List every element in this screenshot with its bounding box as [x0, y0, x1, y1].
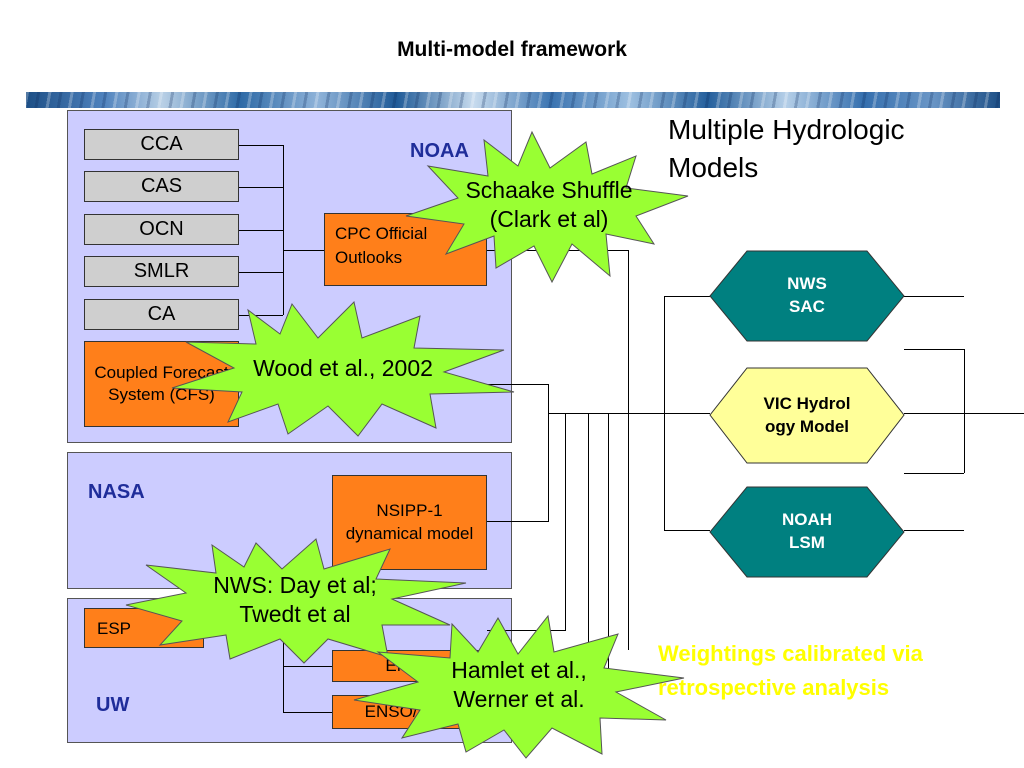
starburst-shape — [353, 614, 685, 759]
callout-wood: Wood et al., 2002 — [168, 296, 518, 440]
nws-sac-model: NWS SAC — [709, 250, 905, 342]
hexagon-shape — [709, 367, 905, 464]
multiple-hydrologic-heading-line2: Models — [668, 152, 759, 183]
noaa-label: NOAA — [410, 140, 469, 162]
callout-nws-day-text: NWS: Day et al; Twedt et al — [213, 572, 377, 627]
callout-wood-text: Wood et al., 2002 — [253, 354, 433, 381]
multiple-hydrologic-heading-line1: Multiple Hydrologic — [668, 114, 905, 145]
callout-nws-day: NWS: Day et al; Twedt et al — [120, 535, 470, 665]
cpc-outlooks-box: CPC Official Outlooks — [324, 213, 487, 286]
hexagon-shape — [709, 486, 905, 578]
noah-lsm-model: NOAH LSM — [709, 486, 905, 578]
decorative-banner — [26, 92, 1000, 108]
nasa-label: NASA — [88, 481, 145, 503]
starburst-shape — [405, 130, 689, 284]
slide-title: Multi-model framework — [397, 38, 627, 61]
weightings-text-line2: retrospective analysis — [658, 675, 890, 700]
method-box-cca: CCA — [84, 129, 239, 160]
noah-lsm-label: NOAH LSM — [782, 510, 833, 552]
vic-model: VIC Hydrology Model — [709, 367, 905, 464]
callout-hamlet: Hamlet et al., Werner et al. — [348, 610, 690, 760]
uw-label: UW — [96, 694, 130, 716]
callout-schaake-shuffle: Schaake Shuffle (Clark et al) — [400, 126, 698, 284]
cfs-box: Coupled Forecast System (CFS) — [84, 341, 239, 427]
weightings-text-line1: Weightings calibrated via — [658, 641, 923, 666]
method-box-ocn: OCN — [84, 214, 239, 245]
nws-sac-label: NWS SAC — [787, 274, 827, 316]
callout-hamlet-text: Hamlet et al., Werner et al. — [451, 657, 587, 712]
method-box-ca: CA — [84, 299, 239, 330]
starburst-shape — [171, 301, 515, 437]
hexagon-shape — [709, 250, 905, 342]
starburst-shape — [125, 538, 467, 664]
method-box-smlr: SMLR — [84, 256, 239, 287]
method-box-cas: CAS — [84, 171, 239, 202]
nsipp-box: NSIPP-1 dynamical model — [332, 475, 487, 570]
vic-label: VIC Hydrology Model — [763, 393, 851, 436]
callout-schaake-text: Schaake Shuffle (Clark et al) — [465, 177, 633, 232]
